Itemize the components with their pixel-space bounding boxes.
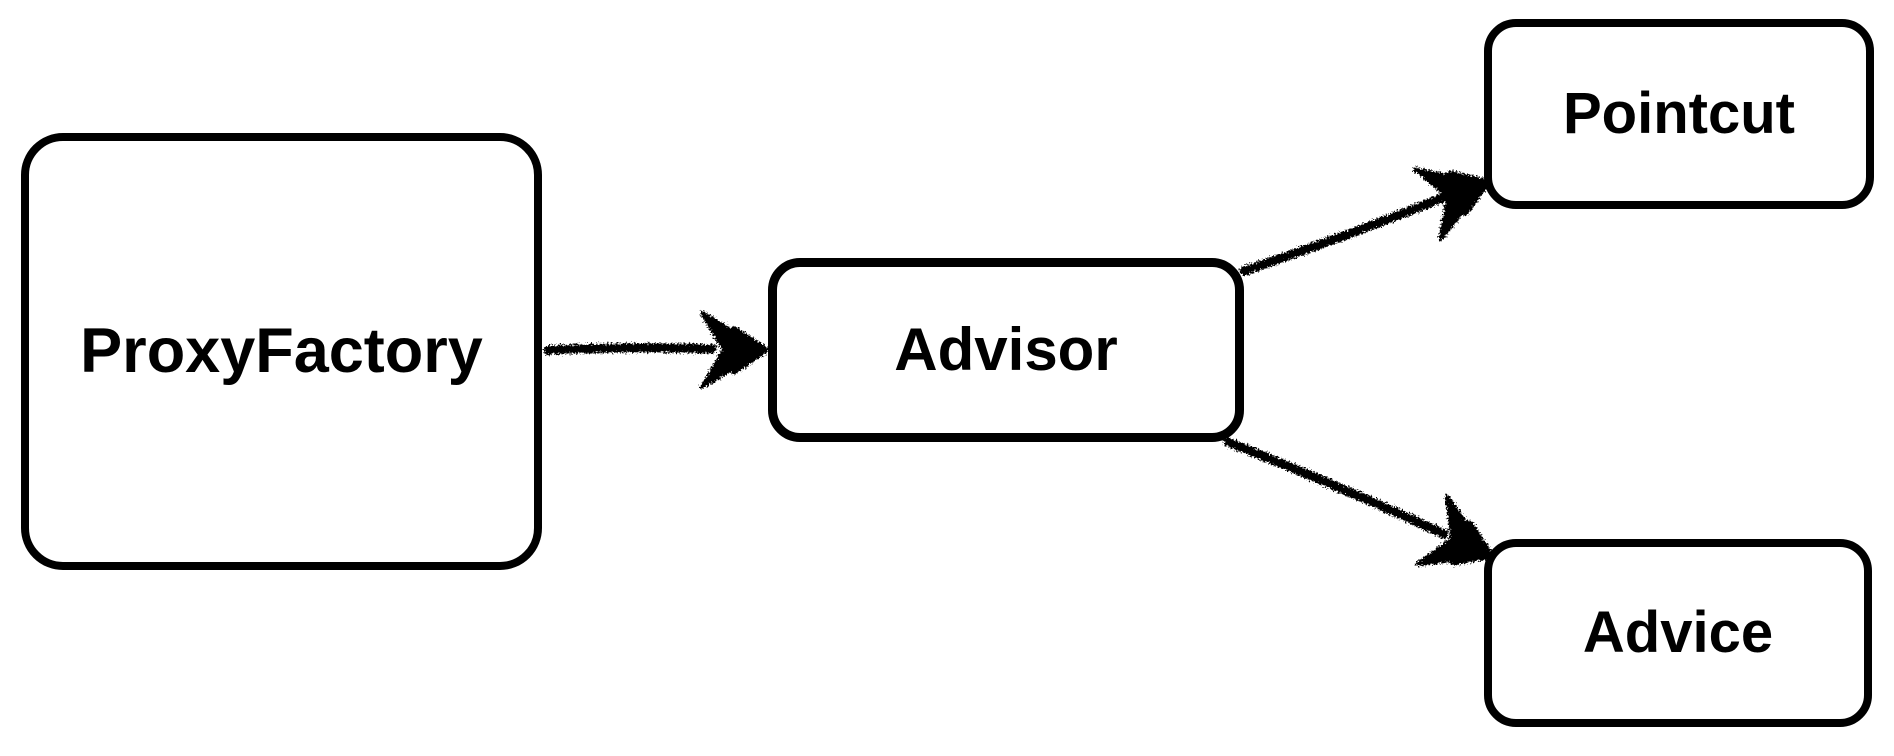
node-proxyfactory: ProxyFactory <box>21 133 542 570</box>
node-pointcut: Pointcut <box>1484 19 1874 209</box>
arrow-proxyfactory-to-advisor <box>543 311 768 389</box>
node-advice: Advice <box>1484 539 1872 727</box>
node-proxyfactory-label: ProxyFactory <box>80 316 483 386</box>
arrow-advisor-to-pointcut <box>1239 167 1490 276</box>
node-advice-label: Advice <box>1582 600 1774 665</box>
arrow-advisor-to-advice <box>1223 437 1493 567</box>
node-advisor-label: Advisor <box>894 316 1118 383</box>
node-advisor: Advisor <box>768 258 1244 442</box>
node-pointcut-label: Pointcut <box>1563 81 1795 146</box>
